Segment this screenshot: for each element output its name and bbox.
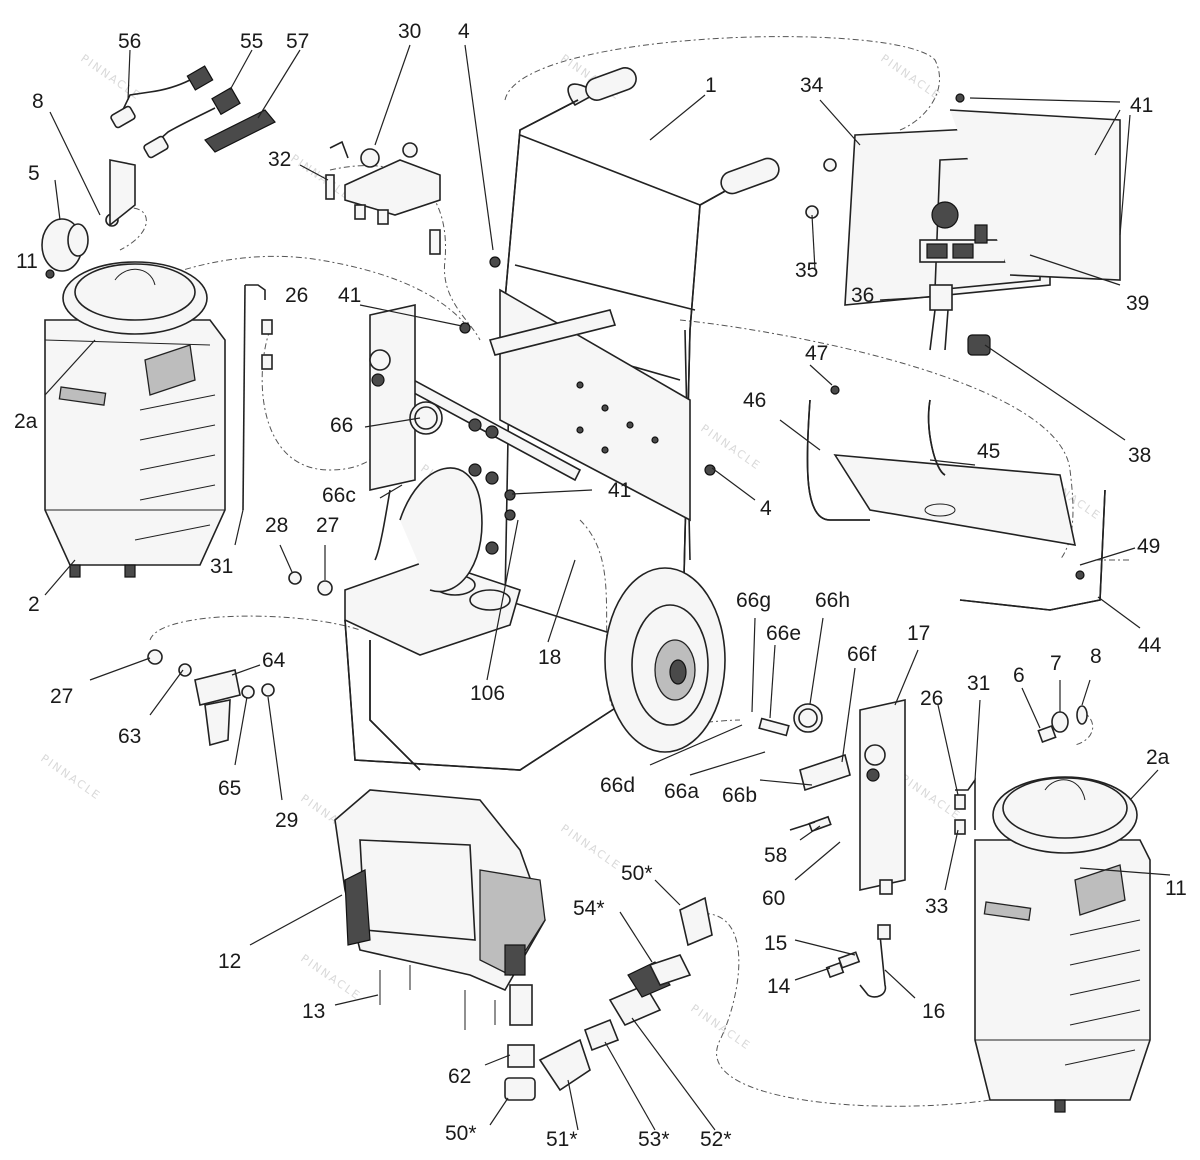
hopper-right: [974, 776, 1151, 1113]
callout-7: 7: [1050, 652, 1062, 675]
support-bracket: [806, 385, 1106, 611]
watermark: PINNACLE: [688, 1002, 753, 1053]
callout-57: 57: [286, 30, 309, 53]
callout-63: 63: [118, 725, 141, 748]
power-cords: [110, 65, 276, 159]
callout-8: 8: [1090, 645, 1102, 668]
callout-62: 62: [448, 1065, 471, 1088]
callout-31: 31: [967, 672, 990, 695]
watermark: PINNACLE: [558, 822, 623, 873]
strain-relief: [929, 284, 991, 356]
pressure-control-right: [758, 699, 906, 895]
callout-17: 17: [907, 622, 930, 645]
callout-55: 55: [240, 30, 263, 53]
callout-5: 5: [28, 162, 40, 185]
callout-16: 16: [922, 1000, 945, 1023]
callout-27: 27: [316, 514, 339, 537]
callout-35: 35: [795, 259, 818, 282]
callout-44: 44: [1138, 634, 1162, 657]
callout-58: 58: [764, 844, 787, 867]
callout-39: 39: [1126, 292, 1149, 315]
callout-46: 46: [743, 389, 766, 412]
callout-66e: 66e: [766, 622, 801, 645]
callout-11: 11: [16, 250, 38, 273]
watermark: PINNACLE: [878, 52, 943, 103]
manifold: [325, 140, 441, 255]
callout-12: 12: [218, 950, 241, 973]
callout-36: 36: [851, 284, 874, 307]
callout-66h: 66h: [815, 589, 850, 612]
callout-51: 51*: [546, 1128, 578, 1151]
callout-47: 47: [805, 342, 828, 365]
callout-2a: 2a: [1146, 746, 1170, 769]
callout-18: 18: [538, 646, 561, 669]
callout-66g: 66g: [736, 589, 771, 612]
callout-27: 27: [50, 685, 73, 708]
callout-106: 106: [470, 682, 505, 705]
callout-4: 4: [760, 497, 772, 520]
callout-66: 66: [330, 414, 353, 437]
watermark: PINNACLE: [298, 952, 363, 1003]
callout-6: 6: [1013, 664, 1025, 687]
tubing: [242, 284, 976, 835]
callout-33: 33: [925, 895, 948, 918]
callout-45: 45: [977, 440, 1000, 463]
filter-assembly: [147, 571, 333, 747]
callout-52: 52*: [700, 1128, 732, 1151]
control-panel: [805, 93, 1121, 306]
callout-2a: 2a: [14, 410, 38, 433]
callout-8: 8: [32, 90, 44, 113]
callout-13: 13: [302, 1000, 325, 1023]
pressure-control-left: [369, 304, 443, 561]
callout-4: 4: [458, 20, 470, 43]
callout-29: 29: [275, 809, 298, 832]
callout-66d: 66d: [600, 774, 635, 797]
callout-2: 2: [28, 593, 40, 616]
callout-labels: 56 55 57 30 4 1 34 41 8 32 5 35 11 26 41…: [14, 20, 1187, 1151]
outlet-fittings: [825, 924, 891, 998]
leader-lines: [44, 44, 1171, 1131]
callout-1: 1: [705, 74, 717, 97]
watermark: PINNACLE: [38, 752, 103, 803]
callout-30: 30: [398, 20, 421, 43]
callout-41: 41: [608, 479, 631, 502]
hopper-left: [44, 261, 226, 578]
callout-60: 60: [762, 887, 785, 910]
callout-66f: 66f: [847, 643, 876, 666]
right-cap-parts: [1037, 705, 1088, 744]
callout-66b: 66b: [722, 784, 757, 807]
callout-66c: 66c: [322, 484, 356, 507]
callout-64: 64: [262, 649, 286, 672]
motor-housing: [334, 789, 546, 1030]
callout-26: 26: [285, 284, 308, 307]
callout-28: 28: [265, 514, 288, 537]
callout-49: 49: [1137, 535, 1160, 558]
callout-41: 41: [338, 284, 361, 307]
callout-11: 11: [1165, 877, 1187, 900]
callout-38: 38: [1128, 444, 1151, 467]
callout-50: 50*: [621, 862, 653, 885]
pump-fittings: [504, 896, 713, 1101]
callout-50: 50*: [445, 1122, 477, 1145]
callout-32: 32: [268, 148, 291, 171]
callout-54: 54*: [573, 897, 605, 920]
callout-53: 53*: [638, 1128, 670, 1151]
callout-31: 31: [210, 555, 233, 578]
callout-26: 26: [920, 687, 943, 710]
callout-15: 15: [764, 932, 787, 955]
callout-66a: 66a: [664, 780, 699, 803]
cart-frame: [344, 67, 780, 771]
watermark: PINNACLE: [288, 152, 353, 203]
callout-41: 41: [1130, 94, 1153, 117]
cap-assembly: [41, 159, 136, 279]
callout-34: 34: [800, 74, 824, 97]
callout-14: 14: [767, 975, 791, 998]
watermark: PINNACLE: [898, 772, 963, 823]
callout-56: 56: [118, 30, 141, 53]
callout-65: 65: [218, 777, 241, 800]
